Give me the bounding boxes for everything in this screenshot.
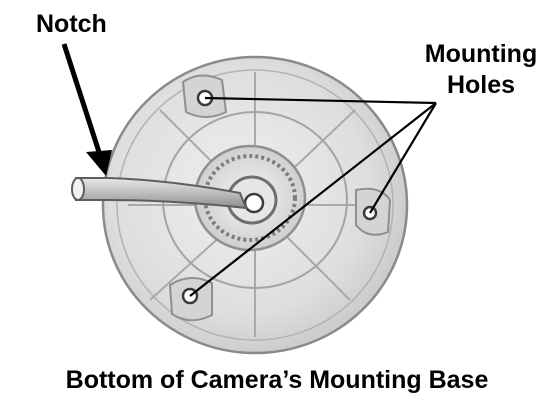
mounting-hole-right bbox=[355, 187, 392, 236]
mounting-holes-label: Mounting Holes bbox=[418, 39, 544, 101]
mounting-holes-label-line1: Mounting bbox=[424, 40, 538, 68]
cable bbox=[71, 177, 248, 210]
base-inner-rim bbox=[116, 69, 394, 341]
mounting-holes-label-line2: Holes bbox=[446, 71, 516, 99]
hub-hole bbox=[243, 192, 265, 214]
arrow-icon bbox=[61, 43, 112, 176]
mounting-hole-top-left bbox=[181, 74, 228, 118]
hub-serration bbox=[203, 154, 297, 242]
figure-caption: Bottom of Camera’s Mounting Base bbox=[65, 366, 489, 394]
notch-label: Notch bbox=[36, 10, 107, 38]
mounting-holes-leaders bbox=[189, 96, 437, 297]
